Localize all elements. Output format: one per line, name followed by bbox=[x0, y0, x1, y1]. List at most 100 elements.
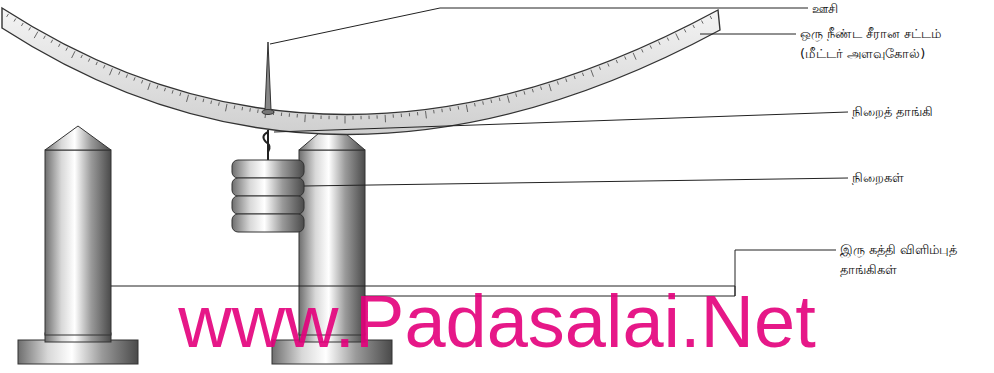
scale-tick bbox=[393, 114, 394, 117]
scale-tick bbox=[667, 38, 669, 41]
scale-tick bbox=[59, 44, 61, 47]
scale-tick bbox=[81, 55, 83, 58]
scale-tick bbox=[7, 14, 9, 17]
scale-tick bbox=[257, 109, 259, 113]
scale-tick bbox=[625, 56, 626, 59]
part-label: ஒரு நீண்ட சீரான சட்டம் (மீட்டர் அளவுகோல்… bbox=[800, 24, 988, 64]
scale-tick bbox=[304, 115, 306, 123]
scale-tick bbox=[524, 91, 526, 94]
scale-tick bbox=[369, 116, 370, 120]
scale-tick bbox=[110, 68, 113, 75]
scale-tick bbox=[377, 115, 378, 118]
scale-tick bbox=[557, 81, 558, 84]
scale-tick bbox=[599, 67, 600, 70]
scale-tick bbox=[281, 113, 282, 117]
scale-tick bbox=[385, 115, 386, 123]
scale-tick bbox=[34, 32, 38, 38]
scale-tick bbox=[66, 48, 68, 51]
scale-tick bbox=[148, 83, 150, 90]
scale-tick bbox=[180, 93, 181, 96]
scale-tick bbox=[119, 71, 120, 74]
scale-tick bbox=[507, 96, 509, 103]
scale-tick bbox=[321, 116, 322, 120]
scale-tick bbox=[608, 63, 609, 66]
scale-tick bbox=[515, 93, 517, 96]
scale-tick bbox=[710, 16, 712, 19]
scale-tick bbox=[96, 62, 97, 65]
scale-tick bbox=[401, 114, 402, 118]
scale-tick bbox=[474, 103, 476, 106]
scale-tick bbox=[676, 33, 679, 40]
scale-tick bbox=[72, 51, 75, 58]
scale-tick bbox=[532, 89, 533, 92]
scale-tick bbox=[466, 105, 467, 112]
scale-tick bbox=[693, 25, 695, 28]
scale-tick bbox=[490, 100, 492, 103]
scale-tick bbox=[633, 53, 636, 60]
scale-tick bbox=[409, 113, 410, 117]
knife-edge-support bbox=[18, 126, 138, 364]
scale-tick bbox=[449, 108, 451, 111]
scale-tick bbox=[549, 84, 551, 91]
scale-tick bbox=[337, 116, 338, 120]
scale-tick bbox=[195, 97, 197, 100]
scale-tick bbox=[361, 116, 362, 120]
part-label: நிறைகள் bbox=[852, 168, 990, 188]
scale-tick bbox=[126, 74, 127, 77]
scale-tick bbox=[21, 23, 23, 26]
leader-lines bbox=[111, 8, 848, 296]
scale-tick bbox=[345, 116, 346, 124]
scale-tick bbox=[104, 65, 105, 68]
part-label: இரு கத்தி விளிம்புத் தாங்கிகள் bbox=[840, 240, 988, 280]
scale-tick bbox=[249, 108, 251, 112]
scale-tick bbox=[574, 76, 575, 79]
scale-tick bbox=[134, 77, 135, 80]
scale-tick bbox=[353, 116, 354, 120]
scale-tick bbox=[642, 49, 643, 52]
scale-tick bbox=[242, 107, 244, 110]
part-label: ஊசி bbox=[812, 0, 982, 19]
scale-tick bbox=[218, 102, 220, 105]
scale-tick bbox=[289, 113, 290, 117]
scale-tick bbox=[458, 106, 460, 109]
scale-tick bbox=[157, 85, 158, 88]
scale-tick bbox=[499, 98, 501, 101]
scale-tick bbox=[187, 95, 189, 102]
scale-tick bbox=[417, 112, 418, 115]
scale-tick bbox=[702, 21, 704, 24]
scale-tick bbox=[172, 90, 173, 93]
scale-tick bbox=[14, 19, 16, 22]
scale-tick bbox=[541, 87, 542, 90]
scale-tick bbox=[234, 106, 236, 109]
scale-tick bbox=[425, 111, 427, 118]
scale-tick bbox=[433, 110, 435, 114]
metre-scale bbox=[2, 8, 720, 135]
watermark: www.Padasalai.Net bbox=[178, 285, 816, 359]
scale-tick bbox=[142, 80, 143, 83]
scale-tick bbox=[203, 99, 205, 102]
pin bbox=[262, 42, 274, 115]
scale-tick bbox=[88, 58, 90, 61]
scale-tick bbox=[684, 29, 686, 32]
part-label: நிறைத் தாங்கி bbox=[852, 102, 990, 122]
scale-tick bbox=[313, 115, 314, 119]
scale-tick bbox=[44, 36, 46, 39]
scale-tick bbox=[616, 60, 617, 63]
scale-ticks bbox=[7, 14, 712, 124]
scale-tick bbox=[210, 101, 212, 104]
scale-tick bbox=[164, 88, 165, 91]
scale-tick bbox=[226, 104, 228, 111]
scale-tick bbox=[329, 116, 330, 120]
scale-tick bbox=[591, 70, 594, 77]
weights bbox=[232, 130, 304, 232]
scale-tick bbox=[482, 101, 484, 104]
scale-tick bbox=[51, 40, 53, 43]
scale-tick bbox=[650, 45, 652, 48]
scale-tick bbox=[566, 79, 567, 82]
scale-tick bbox=[297, 114, 298, 118]
scale-tick bbox=[441, 109, 443, 113]
scale-tick bbox=[659, 42, 661, 45]
scale-tick bbox=[29, 27, 31, 30]
scale-tick bbox=[582, 73, 583, 76]
